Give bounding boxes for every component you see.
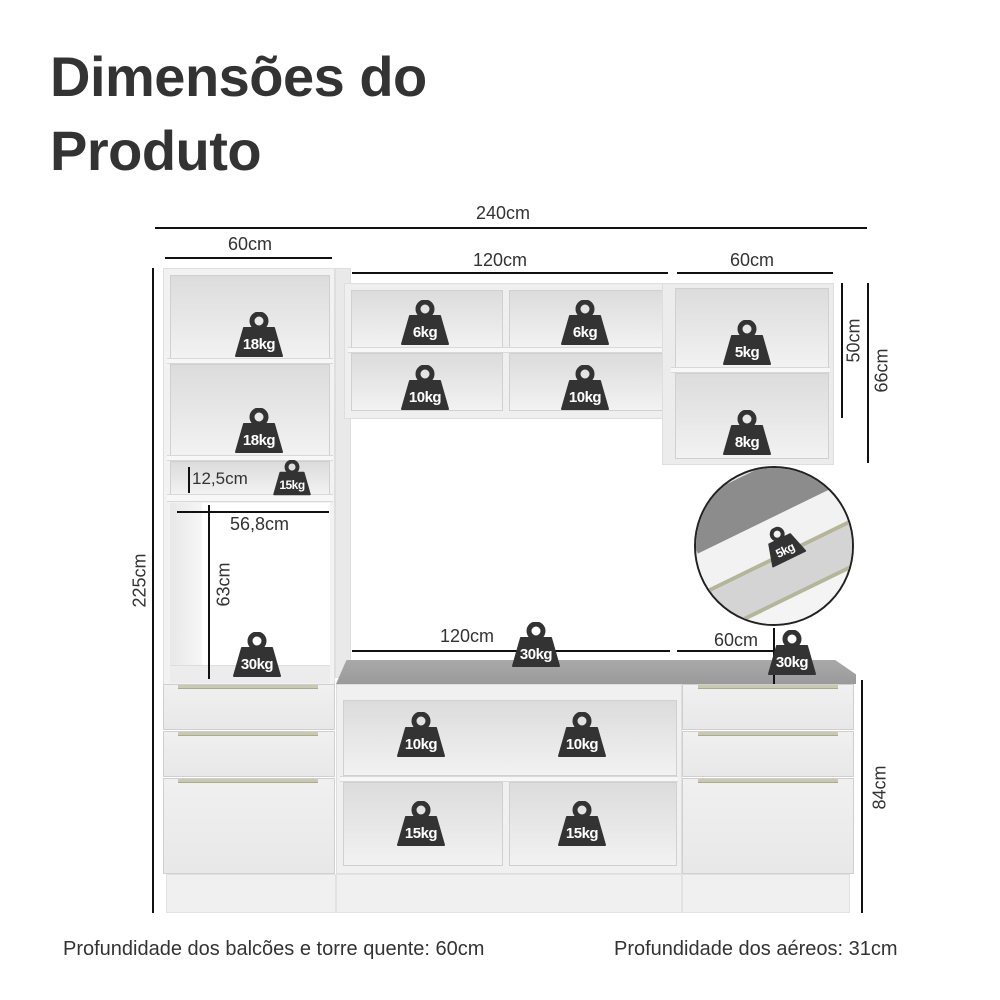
base-height-label: 84cm xyxy=(869,765,890,810)
weight-label: 10kg xyxy=(565,736,599,753)
niche-height-label: 12,5cm xyxy=(192,469,248,488)
weight-icon: 30kg xyxy=(511,622,561,668)
weight-label: 30kg xyxy=(519,646,553,663)
counter-middle-width-line xyxy=(352,650,670,652)
drawer-handle[interactable] xyxy=(698,732,838,736)
drawer-handle[interactable] xyxy=(698,685,838,689)
upper-middle-width-line xyxy=(352,272,668,274)
weight-icon: 10kg xyxy=(396,712,446,758)
upper-inner-height-label: 50cm xyxy=(843,318,864,363)
weight-label: 10kg xyxy=(568,389,602,406)
weight-icon: 30kg xyxy=(232,632,282,678)
tower-drawer-3[interactable] xyxy=(163,778,335,874)
counter-middle-width-label: 120cm xyxy=(440,626,495,646)
title-line-2: Produto xyxy=(50,119,262,182)
tower-drawer-2[interactable] xyxy=(163,731,335,777)
base-middle-plinth xyxy=(336,874,682,913)
drawer-handle[interactable] xyxy=(178,779,318,783)
base-right-drawer-2[interactable] xyxy=(682,731,854,777)
drawer-handle[interactable] xyxy=(698,779,838,783)
drawer-handle[interactable] xyxy=(178,732,318,736)
weight-icon: 10kg xyxy=(557,712,607,758)
weight-label: 30kg xyxy=(240,656,274,673)
weight-icon: 10kg xyxy=(400,365,450,411)
title-line-1: Dimensões do xyxy=(50,45,427,108)
weight-icon: 18kg xyxy=(234,408,284,454)
base-right-plinth xyxy=(682,874,850,913)
base-middle-cell-top xyxy=(343,700,677,776)
weight-label: 15kg xyxy=(404,825,438,842)
weight-label: 10kg xyxy=(404,736,438,753)
weight-label: 18kg xyxy=(242,336,276,353)
tower-shelf xyxy=(167,455,333,461)
weight-icon: 15kg xyxy=(396,801,446,847)
depth-base-note: Profundidade dos balcões e torre quente:… xyxy=(63,938,485,960)
total-height-line xyxy=(152,268,154,913)
base-right-drawer-3[interactable] xyxy=(682,778,854,874)
oven-side-wall xyxy=(170,503,202,667)
weight-icon: 6kg xyxy=(400,300,450,346)
tower-plinth xyxy=(166,874,336,913)
weight-icon: 18kg xyxy=(234,312,284,358)
weight-icon: 15kg xyxy=(557,801,607,847)
weight-label: 15kg xyxy=(279,478,305,492)
oven-height-label: 63cm xyxy=(213,562,234,607)
tower-drawer-1[interactable] xyxy=(163,684,335,730)
weight-label: 15kg xyxy=(565,825,599,842)
weight-icon: 8kg xyxy=(722,410,772,456)
upper-middle-width-label: 120cm xyxy=(473,250,528,270)
total-width-label: 240cm xyxy=(476,203,531,223)
oven-width-label: 56,8cm xyxy=(230,514,290,534)
total-width-line xyxy=(155,227,867,229)
upper-outer-height-line xyxy=(867,283,869,463)
base-height-line xyxy=(861,680,863,913)
niche-height-line xyxy=(188,467,190,493)
tower-width-label: 60cm xyxy=(228,234,273,254)
depth-upper-note: Profundidade dos aéreos: 31cm xyxy=(614,938,898,960)
weight-icon: 30kg xyxy=(767,630,817,676)
weight-label: 8kg xyxy=(734,434,760,451)
weight-label: 18kg xyxy=(242,432,276,449)
weight-label: 6kg xyxy=(412,324,438,341)
weight-icon: 15kg xyxy=(272,460,312,496)
tower-width-line xyxy=(165,257,332,259)
counter-right-width-line xyxy=(677,650,773,652)
drawer-handle[interactable] xyxy=(178,685,318,689)
weight-label: 10kg xyxy=(408,389,442,406)
base-middle-shelf xyxy=(340,776,678,782)
tower-shelf xyxy=(167,358,333,364)
page-title: Dimensões do Produto xyxy=(50,40,427,188)
tower-shelf xyxy=(167,494,333,502)
upper-right-width-label: 60cm xyxy=(730,250,775,270)
upper-middle-shelf xyxy=(348,347,666,353)
weight-label: 6kg xyxy=(572,324,598,341)
weight-label: 30kg xyxy=(775,654,809,671)
total-height-label: 225cm xyxy=(129,553,150,608)
weight-label: 5kg xyxy=(734,344,760,361)
weight-icon: 5kg xyxy=(722,320,772,366)
weight-icon: 6kg xyxy=(560,300,610,346)
oven-width-line xyxy=(177,511,329,513)
drawer-detail-circle: 5kg xyxy=(694,466,854,626)
weight-icon: 5kg xyxy=(756,519,808,569)
upper-outer-height-label: 66cm xyxy=(871,348,892,393)
upper-right-shelf xyxy=(671,367,830,373)
oven-height-line xyxy=(208,505,210,679)
weight-icon: 10kg xyxy=(560,365,610,411)
counter-right-width-label: 60cm xyxy=(714,630,759,650)
upper-right-width-line xyxy=(677,272,833,274)
upper-inner-height-line xyxy=(841,283,843,418)
base-right-drawer-1[interactable] xyxy=(682,684,854,730)
